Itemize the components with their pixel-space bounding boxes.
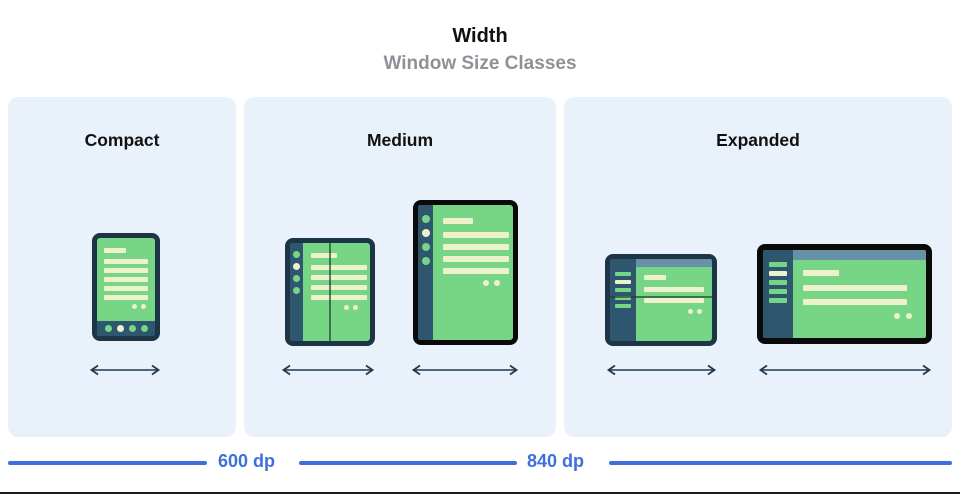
panel-medium-label: Medium — [366, 130, 434, 150]
skeleton-title-bar — [803, 270, 839, 276]
skeleton-text-bar — [443, 268, 509, 274]
bottom-edge-divider — [0, 492, 960, 494]
skeleton-text-bar — [311, 295, 367, 300]
foldable-device-illustration — [285, 238, 375, 346]
skeleton-text-bar — [104, 268, 148, 273]
width-arrow-icon — [606, 364, 717, 376]
nav-sidebar — [610, 259, 636, 341]
scale-line-segment — [609, 461, 952, 465]
skeleton-action-dots — [644, 309, 704, 314]
panel-compact-label: Compact — [84, 130, 160, 150]
rail-dot-icon — [293, 251, 300, 258]
sidebar-bar-icon — [769, 280, 787, 285]
sidebar-bar-icon — [615, 280, 631, 284]
nav-dot-icon — [140, 325, 148, 332]
skeleton-text-bar — [803, 285, 907, 291]
phone-device-illustration — [92, 233, 160, 341]
fold-crease — [329, 243, 331, 341]
breakpoint-600dp-label: 600 dp — [218, 451, 276, 471]
skeleton-text-bar — [311, 285, 367, 290]
page-subtitle: Window Size Classes — [383, 53, 577, 74]
phone-nav-bar — [97, 321, 155, 336]
dot-icon — [132, 304, 137, 309]
sidebar-bar-icon — [615, 296, 631, 300]
width-arrow-icon — [758, 364, 932, 376]
dot-icon — [894, 313, 900, 319]
skeleton-title-bar — [104, 248, 126, 253]
skeleton-action-dots — [104, 304, 148, 309]
skeleton-text-bar — [443, 244, 509, 250]
scale-line-segment — [8, 461, 207, 465]
skeleton-text-bar — [104, 286, 148, 291]
width-arrow-icon — [281, 364, 375, 376]
skeleton-text-bar — [104, 295, 148, 300]
nav-sidebar — [763, 250, 793, 338]
sidebar-bar-icon — [615, 304, 631, 308]
dot-icon — [906, 313, 912, 319]
rail-dot-icon — [293, 263, 300, 270]
skeleton-text-bar — [311, 275, 367, 280]
phone-screen — [97, 238, 155, 321]
sidebar-bar-icon — [769, 271, 787, 276]
rail-dot-icon — [293, 275, 300, 282]
sidebar-bar-icon — [615, 272, 631, 276]
dot-icon — [697, 309, 702, 314]
skeleton-title-bar — [644, 275, 666, 280]
skeleton-text-bar — [104, 259, 148, 264]
sidebar-bar-icon — [769, 298, 787, 303]
sidebar-bar-icon — [615, 288, 631, 292]
dot-icon — [353, 305, 358, 310]
nav-dot-icon — [128, 325, 136, 332]
rail-dot-icon — [293, 287, 300, 294]
skeleton-title-bar — [443, 218, 473, 224]
skeleton-text-bar — [311, 265, 367, 270]
dot-icon — [483, 280, 489, 286]
skeleton-text-bar — [644, 298, 704, 303]
tablet-screen — [433, 205, 513, 340]
rail-dot-icon — [421, 243, 430, 251]
tablet-landscape-screen — [636, 259, 712, 341]
skeleton-text-bar — [443, 256, 509, 262]
skeleton-text-bar — [644, 287, 704, 292]
skeleton-title-bar — [311, 253, 337, 258]
desktop-screen — [793, 250, 926, 338]
width-arrow-icon — [411, 364, 519, 376]
fold-crease — [610, 296, 712, 298]
skeleton-text-bar — [803, 299, 907, 305]
app-top-bar — [636, 259, 712, 267]
nav-rail — [290, 243, 303, 341]
sidebar-bar-icon — [769, 262, 787, 267]
scale-line-segment — [299, 461, 517, 465]
dot-icon — [344, 305, 349, 310]
skeleton-action-dots — [311, 305, 362, 310]
panel-medium: Medium — [244, 97, 556, 437]
panel-expanded-label: Expanded — [716, 130, 800, 150]
nav-dot-icon — [104, 325, 112, 332]
skeleton-text-bar — [443, 232, 509, 238]
sidebar-bar-icon — [769, 289, 787, 294]
dot-icon — [141, 304, 146, 309]
skeleton-action-dots — [443, 280, 504, 286]
dot-icon — [688, 309, 693, 314]
nav-rail — [418, 205, 433, 340]
rail-dot-icon — [421, 215, 430, 223]
rail-dot-icon — [421, 229, 430, 237]
nav-dot-icon — [116, 325, 124, 332]
foldable-screen — [303, 243, 370, 341]
app-top-bar — [793, 250, 926, 260]
breakpoint-840dp-label: 840 dp — [527, 451, 585, 471]
dot-icon — [494, 280, 500, 286]
panel-expanded: Expanded — [564, 97, 952, 437]
skeleton-action-dots — [803, 313, 916, 319]
skeleton-text-bar — [104, 277, 148, 282]
panel-compact: Compact — [8, 97, 236, 437]
tablet-landscape-device-illustration — [605, 254, 717, 346]
page-title: Width — [452, 25, 508, 47]
rail-dot-icon — [421, 257, 430, 265]
width-arrow-icon — [89, 364, 161, 376]
desktop-display-device-illustration — [757, 244, 932, 344]
tablet-portrait-device-illustration — [413, 200, 518, 345]
